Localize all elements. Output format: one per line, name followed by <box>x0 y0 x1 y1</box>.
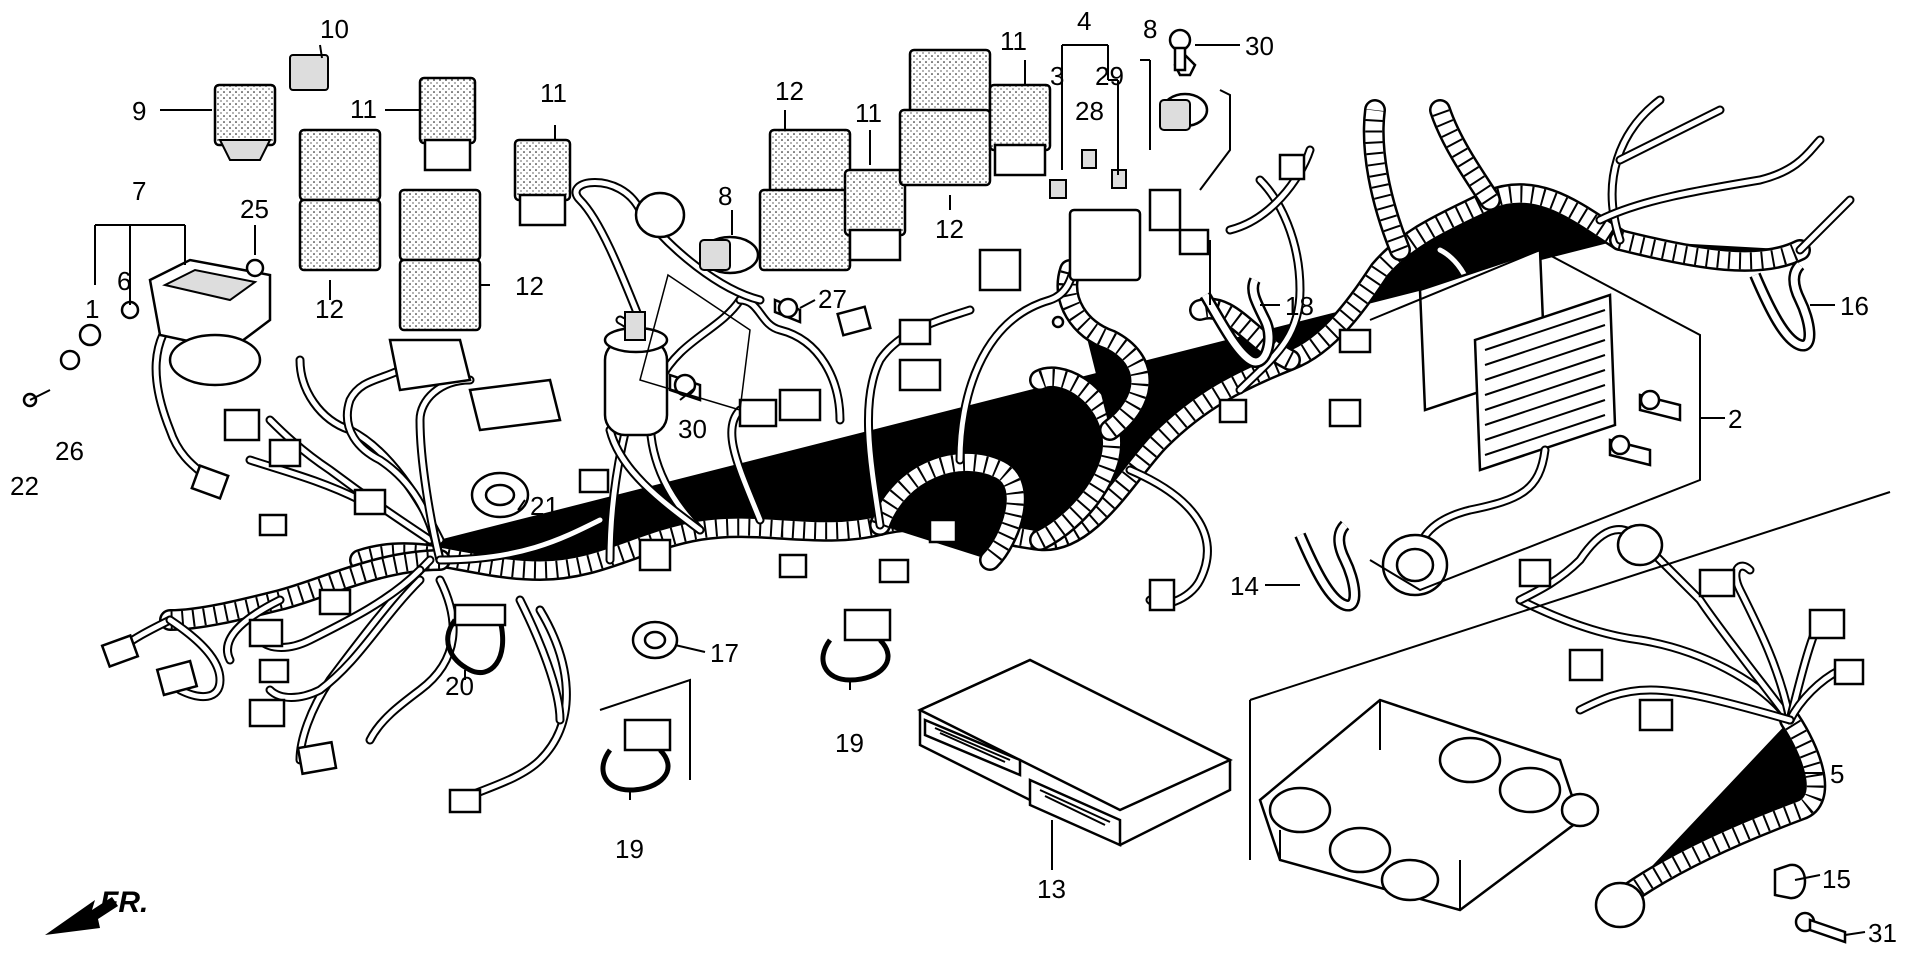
callout-12: 12 <box>315 294 344 324</box>
bracket-lines <box>94 44 1866 936</box>
callout-8: 8 <box>718 181 732 211</box>
ecu-13 <box>917 658 1233 847</box>
callout-19: 19 <box>835 728 864 758</box>
callout-11: 11 <box>540 78 567 108</box>
callout-22: 22 <box>10 471 39 501</box>
capacitor <box>603 311 669 437</box>
callout-31: 31 <box>1868 918 1897 948</box>
callout-11: 11 <box>855 98 882 128</box>
regulator-rectifier-2 <box>1369 248 1701 597</box>
cable-bands <box>1199 260 1816 612</box>
callout-5: 5 <box>1830 759 1844 789</box>
callout-7: 7 <box>132 176 146 206</box>
callout-9: 9 <box>132 96 146 126</box>
callout-17: 17 <box>710 638 739 668</box>
callout-1: 1 <box>85 294 99 324</box>
callout-8: 8 <box>1143 14 1157 44</box>
callout-13: 13 <box>1037 874 1066 904</box>
callout-14: 14 <box>1230 571 1259 601</box>
callout-30: 30 <box>1245 31 1274 61</box>
callout-11: 11 <box>350 94 377 124</box>
callout-10: 10 <box>320 14 349 44</box>
callout-27: 27 <box>818 284 847 314</box>
callout-12: 12 <box>515 271 544 301</box>
callout-16: 16 <box>1840 291 1869 321</box>
switch-8 <box>634 53 1209 275</box>
callout-6: 6 <box>117 266 131 296</box>
callout-29: 29 <box>1095 61 1124 91</box>
front-direction-indicator: FR. <box>45 886 148 935</box>
bolts <box>668 28 1192 402</box>
relay-9 <box>213 83 277 147</box>
front-direction-label: FR. <box>100 886 148 919</box>
callout-labels: 10 9 11 11 7 25 12 12 1 6 22 26 12 11 8 … <box>10 6 1897 948</box>
callout-28: 28 <box>1075 96 1104 126</box>
relay-parts <box>213 48 1052 332</box>
callout-30: 30 <box>678 414 707 444</box>
harness-connectors <box>100 153 1372 814</box>
callout-4: 4 <box>1077 6 1091 36</box>
injector-harness-5 <box>1249 491 1891 944</box>
callout-19: 19 <box>615 834 644 864</box>
callout-12: 12 <box>935 214 964 244</box>
callout-3: 3 <box>1050 61 1064 91</box>
main-wire-harness <box>115 95 1855 805</box>
callout-2: 2 <box>1728 404 1742 434</box>
callout-15: 15 <box>1822 864 1851 894</box>
callout-25: 25 <box>240 194 269 224</box>
callout-18: 18 <box>1285 291 1314 321</box>
callout-21: 21 <box>530 491 559 521</box>
callout-20: 20 <box>445 671 474 701</box>
throttle-body-5 <box>1258 698 1600 912</box>
callout-11: 11 <box>1000 26 1027 56</box>
callout-12: 12 <box>775 76 804 106</box>
small-fuses <box>978 149 1182 329</box>
meter-unit-7 <box>22 258 272 408</box>
callout-26: 26 <box>55 436 84 466</box>
